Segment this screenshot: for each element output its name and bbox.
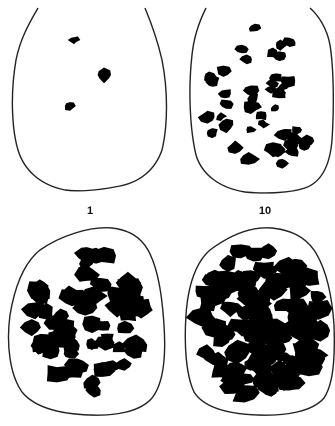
- panel-10-outline: [190, 8, 333, 193]
- panel-1-outline: [12, 8, 166, 191]
- blob-p4-71: [219, 255, 236, 272]
- blob-p10-10: [269, 73, 281, 82]
- blob-p3-40: [20, 319, 41, 336]
- blob-p10-25: [217, 66, 232, 77]
- blob-p10-3: [271, 104, 279, 111]
- panel-label-1: 1: [70, 205, 110, 217]
- blob-p10-41: [227, 141, 243, 154]
- blob-p10-2: [276, 159, 289, 169]
- blob-p10-37: [240, 152, 260, 165]
- blob-p10-32: [234, 45, 248, 54]
- blob-p10-31: [292, 126, 302, 134]
- blob-p4-85: [196, 344, 216, 361]
- blob-p1-0: [68, 36, 81, 44]
- blob-p10-5: [198, 111, 215, 124]
- blob-p3-45: [82, 316, 100, 334]
- blob-p10-27: [249, 24, 261, 32]
- blob-p1-2: [65, 102, 76, 111]
- blob-p3-10: [117, 321, 134, 333]
- blob-p10-35: [258, 120, 270, 129]
- blob-p4-98: [196, 285, 216, 298]
- blob-p4-63: [259, 243, 277, 259]
- panel-label-10: 10: [245, 205, 285, 217]
- blob-p10-6: [246, 126, 256, 133]
- blob-p1-1: [98, 68, 111, 84]
- blob-p10-28: [256, 111, 267, 120]
- blob-p10-12: [239, 55, 252, 65]
- blob-p3-46: [74, 266, 100, 282]
- blob-p3-26: [124, 344, 143, 359]
- blob-layer: [20, 24, 333, 403]
- blob-p10-34: [218, 89, 231, 98]
- blob-p3-55: [116, 358, 132, 371]
- blob-p10-42: [207, 128, 218, 138]
- blob-p4-94: [307, 300, 332, 320]
- blob-p10-20: [220, 100, 234, 109]
- blob-p4-104: [233, 385, 260, 402]
